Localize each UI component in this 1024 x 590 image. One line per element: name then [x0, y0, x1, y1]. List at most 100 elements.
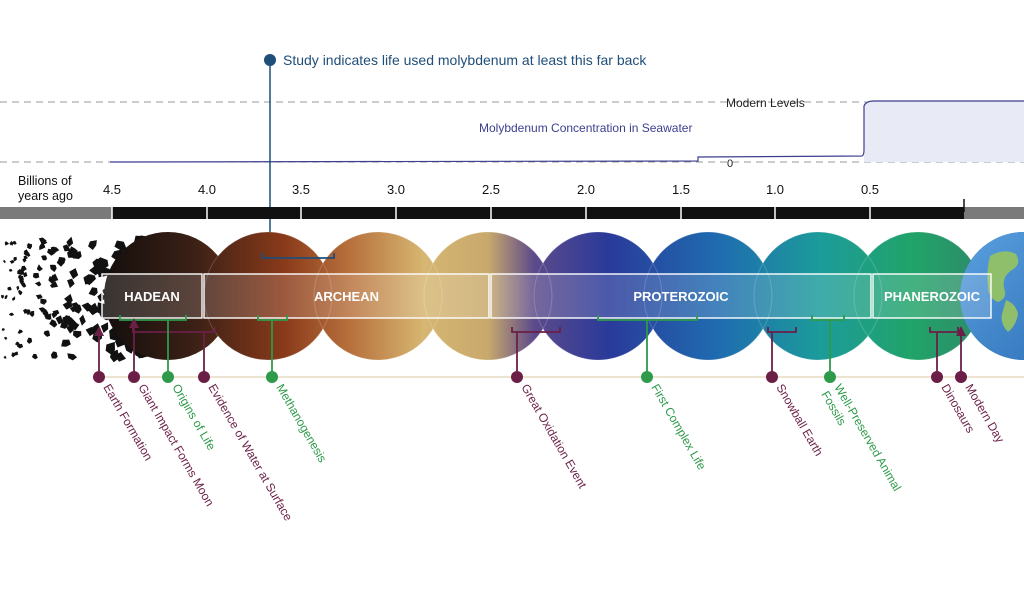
debris-rock [114, 240, 127, 251]
debris-rock [79, 314, 86, 326]
debris-rock [3, 336, 8, 340]
debris-rock [31, 353, 38, 360]
debris-rock [83, 274, 94, 285]
axis-tick-label: 3.5 [292, 182, 310, 197]
debris-field [1, 235, 155, 363]
event-label: Great Oxidation Event [518, 382, 589, 492]
debris-rock [13, 256, 17, 262]
event-bracket [811, 315, 845, 321]
zero-label: 0 [727, 158, 733, 170]
debris-rock [69, 304, 78, 313]
debris-rock [35, 294, 43, 300]
debris-rock [18, 274, 23, 280]
event-dot [266, 371, 278, 383]
debris-rock [49, 264, 57, 273]
debris-rock [25, 309, 31, 316]
debris-rock [85, 326, 96, 337]
debris-rock [50, 274, 57, 283]
eon-boxes: HADEAN ARCHEAN PROTEROZOIC PHANEROZOIC [101, 273, 992, 319]
event-label: Snowball Earth [773, 382, 825, 459]
axis-tick-label: 1.5 [672, 182, 690, 197]
debris-rock [15, 341, 21, 346]
eon-box [872, 273, 992, 319]
debris-rock [81, 302, 95, 312]
axis-title-line1: Billions of [18, 174, 72, 188]
debris-rock [1, 294, 5, 299]
concentration-area [864, 101, 1024, 162]
event-label: First Complex Life [648, 382, 709, 473]
debris-rock [60, 321, 69, 329]
event-dot [641, 371, 653, 383]
eon-box [101, 273, 203, 319]
debris-rock [47, 248, 56, 256]
debris-rock [26, 337, 33, 344]
debris-rock [69, 268, 79, 280]
event-bracket [511, 327, 561, 333]
event-dot [93, 371, 105, 383]
earth-globe [960, 232, 1024, 360]
event-bracket [132, 327, 216, 333]
eon-box [203, 273, 490, 319]
eon-spectrum-circles [104, 231, 1024, 361]
axis-tick-label: 3.0 [387, 182, 405, 197]
axis-bar-black [112, 207, 964, 219]
axis-tick-label: 2.5 [482, 182, 500, 197]
debris-rock [29, 310, 35, 317]
debris-rock [67, 353, 78, 361]
debris-rock [18, 290, 23, 296]
debris-rock [49, 281, 58, 288]
event-arrowhead [956, 326, 966, 336]
debris-rock [45, 313, 52, 320]
debris-rock [109, 349, 120, 363]
event-bracket [929, 327, 959, 333]
debris-rock [38, 307, 47, 313]
debris-rock [12, 240, 17, 245]
debris-rock [63, 315, 74, 326]
eon-label: HADEAN [124, 289, 180, 304]
event-dot [511, 371, 523, 383]
debris-rock [73, 330, 82, 339]
debris-rock [41, 255, 48, 261]
debris-rock [9, 312, 15, 316]
debris-rock [20, 265, 27, 272]
eon-label: PROTEROZOIC [633, 289, 729, 304]
debris-rock [95, 264, 107, 275]
debris-rock [34, 281, 42, 287]
debris-rock [4, 295, 8, 299]
callout-text: Study indicates life used molybdenum at … [283, 52, 647, 68]
event-dot [128, 371, 140, 383]
debris-rock [57, 256, 66, 265]
debris-rock [16, 285, 20, 291]
debris-rock [52, 309, 60, 316]
debris-rock [66, 236, 74, 248]
debris-rock [26, 244, 32, 250]
eon-label: PHANEROZOIC [884, 289, 981, 304]
event-bracket [767, 327, 797, 333]
axis-tick-label: 4.0 [198, 182, 216, 197]
debris-rock [64, 293, 73, 305]
debris-rock [100, 322, 109, 333]
eon-box [490, 273, 872, 319]
debris-rock [11, 296, 16, 301]
debris-rock [69, 246, 78, 257]
event-dot [162, 371, 174, 383]
debris-rock [67, 278, 75, 289]
debris-rock [62, 244, 72, 252]
concentration-chart: Modern Levels 0 Molybdenum Concentration… [0, 96, 1024, 170]
axis-tick-label: 2.0 [577, 182, 595, 197]
debris-rock [61, 339, 71, 347]
debris-rock [49, 319, 58, 328]
debris-rock [38, 237, 47, 244]
eon-label: ARCHEAN [314, 289, 379, 304]
event-bracket [119, 315, 187, 321]
debris-rock [19, 279, 25, 285]
debris-rock [50, 351, 58, 359]
debris-rock [23, 255, 28, 261]
debris-rock [72, 251, 82, 259]
debris-rock [4, 241, 9, 246]
